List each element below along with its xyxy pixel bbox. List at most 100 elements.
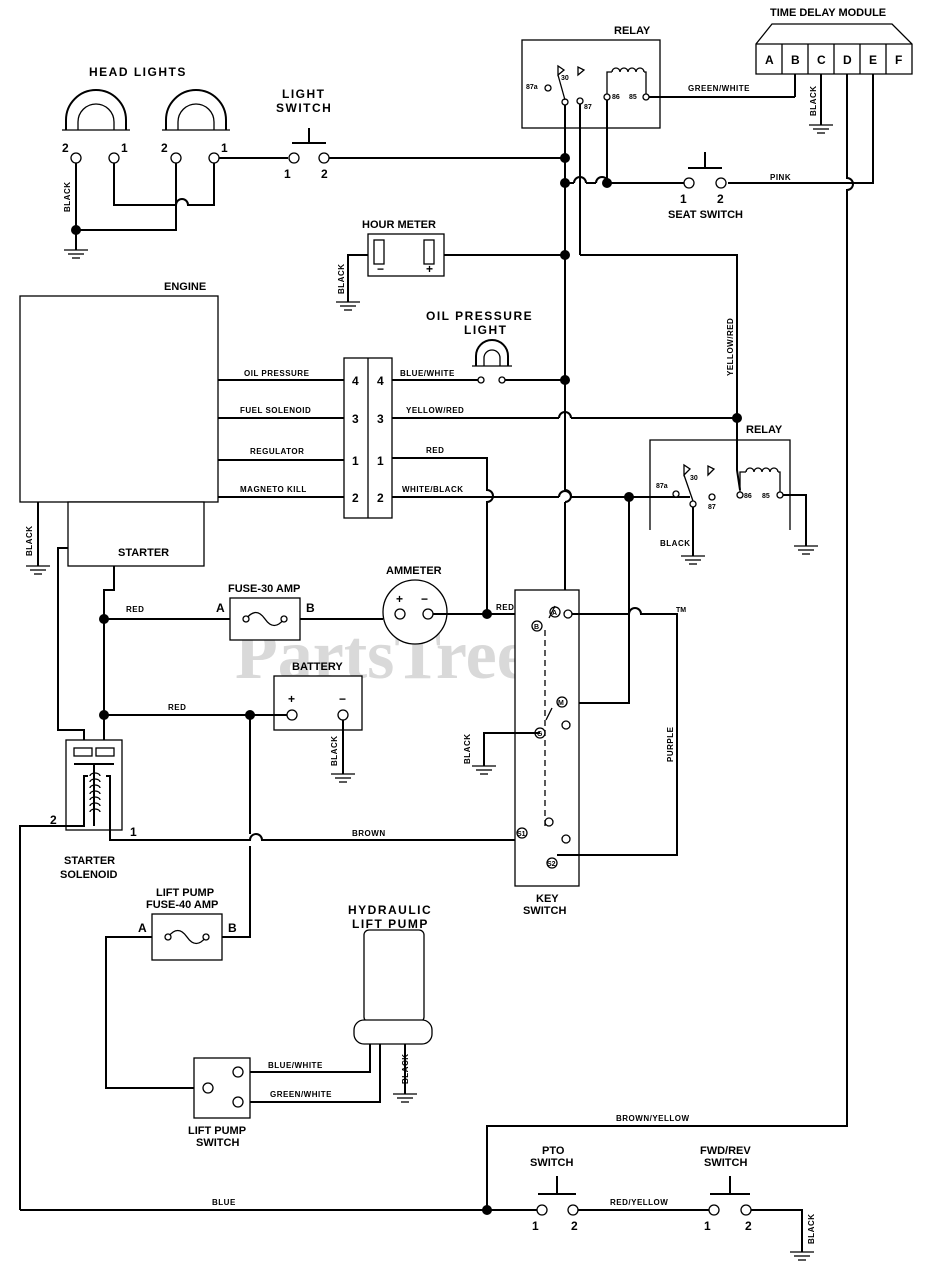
svg-text:2: 2: [377, 491, 384, 505]
svg-text:BLACK: BLACK: [463, 734, 472, 765]
svg-text:SWITCH: SWITCH: [276, 101, 332, 115]
svg-text:RED: RED: [426, 446, 444, 455]
svg-text:1: 1: [284, 167, 291, 181]
head-lights: HEAD LIGHTS 2 1 2 1 BLACK: [62, 65, 288, 259]
svg-text:SEAT SWITCH: SEAT SWITCH: [668, 209, 743, 221]
svg-text:SWITCH: SWITCH: [704, 1157, 747, 1169]
svg-text:86: 86: [612, 94, 620, 101]
svg-text:HOUR METER: HOUR METER: [362, 219, 436, 231]
svg-text:A: A: [552, 610, 557, 617]
svg-text:PINK: PINK: [770, 173, 791, 182]
ammeter: AMMETER + − RED: [382, 565, 560, 645]
svg-text:BLACK: BLACK: [809, 86, 818, 117]
svg-text:STARTER: STARTER: [118, 547, 169, 559]
svg-text:LIGHT: LIGHT: [282, 87, 326, 101]
svg-text:2: 2: [571, 1219, 578, 1233]
svg-text:RED: RED: [168, 703, 186, 712]
svg-text:4: 4: [352, 374, 359, 388]
svg-text:FWD/REV: FWD/REV: [700, 1145, 751, 1157]
svg-text:2: 2: [161, 141, 168, 155]
svg-text:2: 2: [352, 491, 359, 505]
svg-text:87: 87: [708, 504, 716, 511]
svg-text:WHITE/BLACK: WHITE/BLACK: [402, 485, 464, 494]
svg-text:S2: S2: [547, 861, 556, 868]
svg-text:MAGNETO KILL: MAGNETO KILL: [240, 485, 307, 494]
lift-pump-fuse: LIFT PUMP FUSE-40 AMP A B: [105, 715, 251, 1089]
starter-solenoid: 2 1 BROWN STARTER SOLENOID: [19, 739, 516, 1210]
svg-text:BLACK: BLACK: [807, 1214, 816, 1245]
svg-text:M: M: [558, 700, 564, 707]
svg-text:A: A: [138, 921, 147, 935]
svg-text:YELLOW/RED: YELLOW/RED: [726, 318, 735, 376]
connector-wires: YELLOW/RED RED WHITE/BLACK: [392, 406, 737, 704]
hour-meter: HOUR METER − + BLACK: [336, 219, 564, 311]
svg-text:E: E: [869, 53, 877, 67]
svg-text:BATTERY: BATTERY: [292, 661, 343, 673]
svg-text:TIME DELAY MODULE: TIME DELAY MODULE: [770, 7, 886, 19]
svg-text:RELAY: RELAY: [746, 424, 783, 436]
svg-text:1: 1: [121, 141, 128, 155]
svg-text:3: 3: [377, 412, 384, 426]
svg-text:LIFT PUMP: LIFT PUMP: [352, 917, 429, 931]
svg-text:30: 30: [690, 475, 698, 482]
svg-text:+: +: [396, 592, 403, 606]
bus-nodes: [560, 153, 612, 612]
svg-text:A: A: [765, 53, 774, 67]
svg-text:FUEL SOLENOID: FUEL SOLENOID: [240, 406, 311, 415]
svg-text:1: 1: [532, 1219, 539, 1233]
svg-text:BLUE/WHITE: BLUE/WHITE: [268, 1061, 323, 1070]
svg-text:BLACK: BLACK: [660, 539, 691, 548]
svg-text:SWITCH: SWITCH: [530, 1157, 573, 1169]
svg-text:OIL PRESSURE: OIL PRESSURE: [244, 369, 310, 378]
svg-text:BLACK: BLACK: [337, 264, 346, 295]
purple-wire: PURPLE: [557, 607, 678, 856]
svg-text:2: 2: [745, 1219, 752, 1233]
svg-text:HYDRAULIC: HYDRAULIC: [348, 903, 432, 917]
yellow-red-vertical: YELLOW/RED: [580, 254, 742, 491]
svg-text:−: −: [339, 692, 346, 706]
engine: ENGINE STARTER OIL PRESSURE FUEL SOLENOI…: [19, 281, 344, 575]
svg-text:SOLENOID: SOLENOID: [60, 869, 118, 881]
svg-text:STARTER: STARTER: [64, 855, 115, 867]
svg-text:F: F: [895, 53, 902, 67]
svg-text:FUSE-30 AMP: FUSE-30 AMP: [228, 583, 300, 595]
svg-text:REGULATOR: REGULATOR: [250, 447, 304, 456]
svg-text:ENGINE: ENGINE: [164, 281, 206, 293]
time-delay-module: TIME DELAY MODULE A B C D E F BLACK: [486, 7, 913, 1210]
svg-text:1: 1: [704, 1219, 711, 1233]
head-lights-label: HEAD LIGHTS: [89, 65, 187, 79]
svg-text:RED: RED: [126, 605, 144, 614]
oil-pressure-light: OIL PRESSURE LIGHT BLUE/WHITE: [392, 309, 564, 384]
svg-text:C: C: [817, 53, 826, 67]
svg-text:A: A: [216, 601, 225, 615]
svg-text:LIFT PUMP: LIFT PUMP: [156, 887, 214, 899]
svg-text:AMMETER: AMMETER: [386, 565, 442, 577]
svg-text:GREEN/WHITE: GREEN/WHITE: [688, 84, 750, 93]
svg-text:87a: 87a: [526, 84, 538, 91]
svg-text:SWITCH: SWITCH: [523, 905, 566, 917]
svg-text:LIFT PUMP: LIFT PUMP: [188, 1125, 246, 1137]
svg-text:1: 1: [352, 454, 359, 468]
svg-text:RELAY: RELAY: [614, 25, 651, 37]
svg-text:2: 2: [62, 141, 69, 155]
svg-text:KEY: KEY: [536, 893, 559, 905]
battery: BATTERY + − RED BLACK: [104, 661, 363, 783]
svg-text:B: B: [534, 624, 539, 631]
starter-wiring: [57, 547, 115, 748]
watermark-tm: TM: [676, 607, 686, 614]
svg-text:LIGHT: LIGHT: [464, 323, 508, 337]
svg-text:PURPLE: PURPLE: [666, 726, 675, 762]
key-switch: A B M G S1 S2 BLACK KEY SWITCH: [463, 589, 580, 917]
svg-text:FUSE-40 AMP: FUSE-40 AMP: [146, 899, 218, 911]
svg-text:OIL PRESSURE: OIL PRESSURE: [426, 309, 533, 323]
svg-text:RED/YELLOW: RED/YELLOW: [610, 1198, 668, 1207]
svg-text:+: +: [288, 692, 295, 706]
svg-text:2: 2: [717, 192, 724, 206]
svg-text:BLUE: BLUE: [212, 1198, 236, 1207]
svg-text:87: 87: [584, 104, 592, 111]
svg-text:RED: RED: [496, 603, 514, 612]
svg-text:86: 86: [744, 493, 752, 500]
svg-text:BLUE/WHITE: BLUE/WHITE: [400, 369, 455, 378]
